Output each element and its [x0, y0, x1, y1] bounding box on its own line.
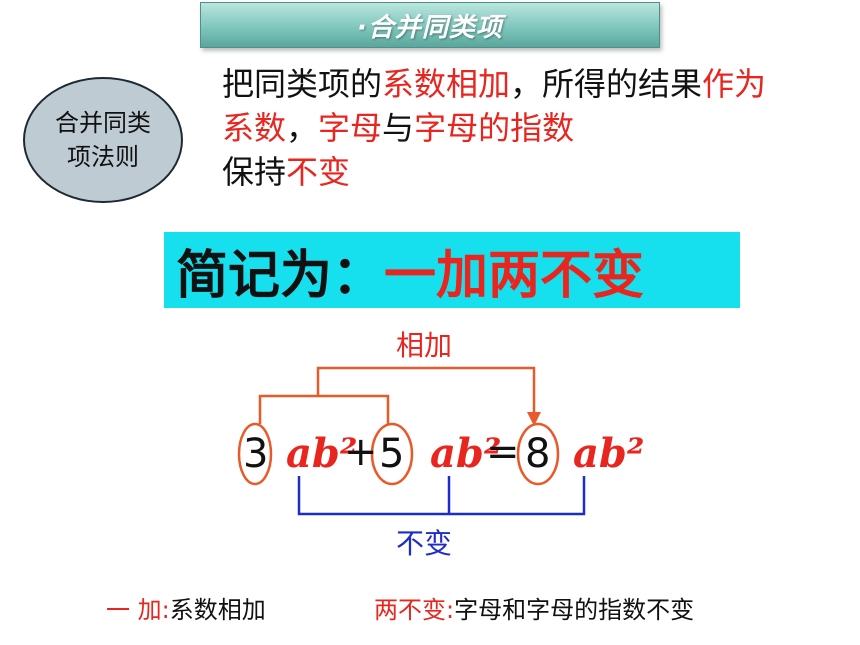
rule-text-p5: 保持 — [222, 153, 287, 191]
summary-highlight: 一加两不变 — [384, 245, 645, 306]
term-3: ab² — [573, 430, 645, 477]
rule-text-as-coef: 作为系数 — [222, 65, 767, 147]
term-2: ab² — [430, 430, 502, 477]
unchanged-bracket — [297, 476, 586, 516]
footer-add-key: 一 加: — [106, 596, 170, 624]
footer-unchanged-key: 两不变: — [374, 596, 455, 624]
rule-badge: 合并同类 项法则 — [23, 77, 183, 203]
oval-coef3 — [516, 422, 560, 486]
label-add: 相加 — [396, 329, 453, 362]
oval-coef2 — [370, 422, 414, 486]
rule-text-letters: 字母 — [318, 109, 383, 147]
summary-box: 简记为：一加两不变 — [164, 232, 740, 308]
rule-text-p4: 与 — [382, 109, 415, 147]
coef-2: 5 — [379, 431, 405, 477]
footer-unchanged: 两不变:字母和字母的指数不变 — [374, 590, 694, 625]
footer-unchanged-text: 字母和字母的指数不变 — [454, 596, 695, 624]
coef-3: 8 — [525, 431, 551, 477]
coef-ovals — [237, 422, 560, 486]
footer-add-text: 系数相加 — [169, 596, 266, 624]
equals-sign: = — [486, 429, 520, 475]
label-unchanged: 不变 — [396, 527, 453, 560]
page-title: ·合并同类项 — [357, 12, 503, 43]
rule-badge-line2: 项法则 — [67, 143, 139, 171]
title-banner: ·合并同类项 — [200, 2, 660, 48]
footer-add: 一 加:系数相加 — [106, 590, 266, 625]
plus-sign: + — [344, 429, 378, 475]
rule-text-unchanged: 不变 — [286, 153, 351, 191]
rule-text-p3: ， — [286, 109, 319, 147]
add-bracket — [258, 366, 541, 426]
oval-coef1 — [237, 422, 273, 486]
coef-1: 3 — [243, 431, 269, 477]
term-1: ab² — [286, 430, 358, 477]
rule-text-p1: 把同类项的 — [222, 65, 383, 103]
rule-text-coef-add: 系数相加 — [382, 65, 511, 103]
summary-prefix: 简记为： — [176, 245, 385, 306]
rule-text-exponents: 字母的指数 — [414, 109, 575, 147]
rule-text-p2: ，所得的结果 — [510, 65, 703, 103]
rule-badge-line1: 合并同类 — [55, 109, 151, 137]
rule-text: 把同类项的系数相加，所得的结果作为系数，字母与字母的指数保持不变 — [222, 62, 782, 194]
